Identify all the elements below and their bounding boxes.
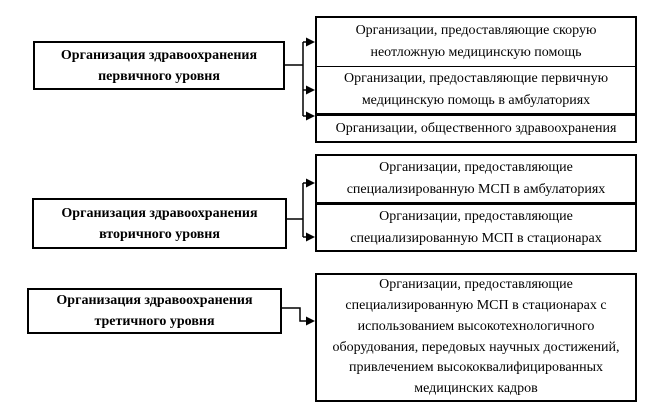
target-box-emergency-care-label: Организации, предоставляющие скорую неот…	[355, 23, 597, 60]
source-box-primary-level: Организация здравоохранения первичного у…	[33, 41, 285, 90]
target-box-primary-ambulatory-care: Организации, предоставляющие первичную м…	[317, 66, 635, 113]
arrowhead-icon	[306, 316, 315, 326]
target-box-hightech-inpatient-label: Организации, предоставляющие специализир…	[332, 277, 620, 397]
arrowhead-icon	[306, 85, 315, 95]
source-box-secondary-level: Организация здравоохранения вторичного у…	[32, 198, 287, 249]
target-box-emergency-care: Организации, предоставляющие скорую неот…	[317, 18, 635, 66]
connector-primary-level	[285, 37, 315, 121]
connector-secondary-level	[287, 178, 315, 242]
target-box-specialized-ambulatory: Организации, предоставляющие специализир…	[317, 156, 635, 202]
arrowhead-icon	[306, 178, 315, 188]
target-box-primary-ambulatory-care-label: Организации, предоставляющие первичную м…	[343, 71, 609, 108]
source-box-tertiary-level: Организация здравоохранения третичного у…	[27, 288, 282, 334]
target-box-public-health-label: Организации, общественного здравоохранен…	[335, 120, 617, 136]
source-box-primary-level-label: Организация здравоохранения первичного у…	[60, 47, 258, 84]
target-group-primary-level: Организации, предоставляющие скорую неот…	[315, 16, 637, 143]
target-box-hightech-inpatient: Организации, предоставляющие специализир…	[317, 275, 635, 400]
source-box-tertiary-level-label: Организация здравоохранения третичного у…	[56, 293, 253, 329]
target-box-specialized-ambulatory-label: Организации, предоставляющие специализир…	[346, 160, 606, 197]
target-box-specialized-inpatient: Организации, предоставляющие специализир…	[317, 202, 635, 250]
arrowhead-icon	[306, 111, 315, 121]
source-box-secondary-level-label: Организация здравоохранения вторичного у…	[61, 205, 258, 242]
target-group-secondary-level: Организации, предоставляющие специализир…	[315, 154, 637, 252]
target-group-tertiary-level: Организации, предоставляющие специализир…	[315, 273, 637, 402]
target-box-public-health: Организации, общественного здравоохранен…	[317, 113, 635, 141]
arrowhead-icon	[306, 232, 315, 242]
arrowhead-icon	[306, 37, 315, 47]
target-box-specialized-inpatient-label: Организации, предоставляющие специализир…	[350, 208, 602, 246]
connector-tertiary-level	[282, 307, 315, 326]
